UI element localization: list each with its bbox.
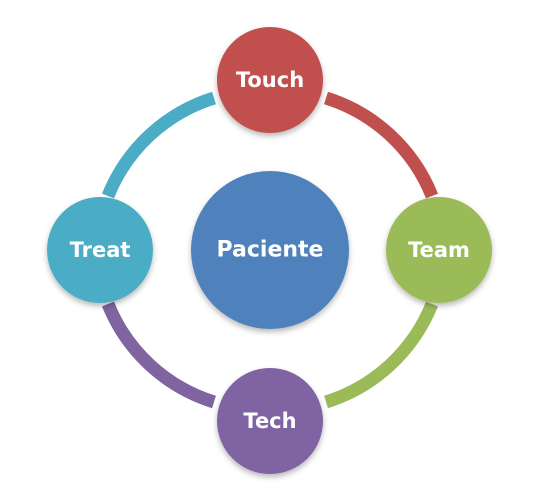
ring-arcs (101, 91, 439, 409)
node-treat-circle (47, 197, 153, 303)
node-team-label: Team (408, 238, 470, 262)
node-tech-circle (217, 368, 323, 474)
node-treat-label: Treat (70, 238, 131, 262)
center-node: Paciente (191, 171, 349, 329)
node-tech-label: Tech (243, 409, 296, 433)
node-treat: Treat (47, 197, 153, 303)
node-touch-circle (217, 27, 323, 133)
arc-tech-treat (101, 301, 216, 409)
node-touch-label: Touch (236, 68, 304, 92)
node-touch: Touch (217, 27, 323, 133)
node-team: Team (386, 197, 492, 303)
center-node-label: Paciente (217, 238, 324, 263)
node-team-circle (386, 197, 492, 303)
arc-touch-team (324, 91, 439, 199)
center-node-circle (191, 171, 349, 329)
node-tech: Tech (217, 368, 323, 474)
arc-team-tech (324, 301, 439, 409)
arc-treat-touch (101, 91, 216, 199)
